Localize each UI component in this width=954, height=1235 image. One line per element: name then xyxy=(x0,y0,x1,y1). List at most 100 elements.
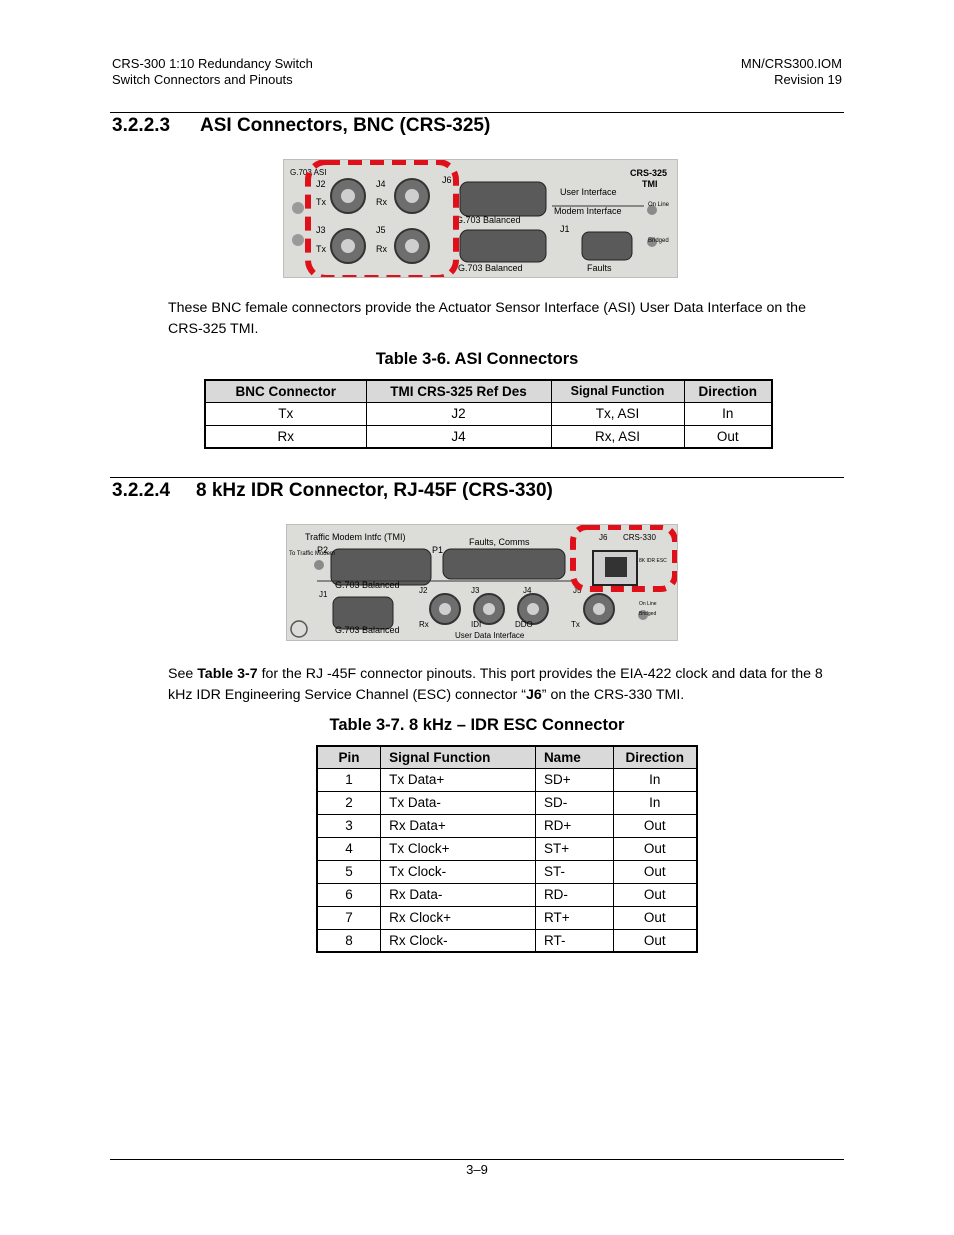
label-tx-2: Tx xyxy=(316,244,326,254)
label-p2: P2 xyxy=(317,545,328,555)
label-on-line: On Line xyxy=(648,202,670,208)
section-number: 3.2.2.3 xyxy=(112,115,171,136)
table-cell: 4 xyxy=(316,836,382,861)
screw-icon xyxy=(290,620,308,638)
bnc-connector-j3 xyxy=(330,228,366,264)
table-cell: Out xyxy=(612,905,698,930)
table-cell: Rx Data- xyxy=(380,882,536,907)
section-rule xyxy=(110,477,844,478)
crs330-panel-photo: Traffic Modem Intfc (TMI) To Traffic Mod… xyxy=(286,524,678,641)
label-tx: Tx xyxy=(571,620,580,629)
table-cell: RT+ xyxy=(534,905,614,930)
table-cell: SD+ xyxy=(534,767,614,792)
revision: Revision 19 xyxy=(774,72,842,87)
table-row: Tx J2 Tx, ASI In xyxy=(204,401,773,426)
label-rx-2: Rx xyxy=(376,244,387,254)
section-heading-idr: 3.2.2.4 8 kHz IDR Connector, RJ-45F (CRS-… xyxy=(112,479,553,503)
footer-rule xyxy=(110,1159,844,1160)
label-on-line: On Line xyxy=(639,601,657,607)
label-idi: IDI xyxy=(471,620,481,629)
section-title: ASI Connectors, BNC (CRS-325) xyxy=(200,115,491,136)
label-j4: J4 xyxy=(376,179,386,189)
table-cell: Out xyxy=(612,813,698,838)
table-row: Rx J4 Rx, ASI Out xyxy=(204,424,773,449)
page-number: 3–9 xyxy=(466,1162,488,1177)
idr-description: See Table 3-7 for the RJ -45F connector … xyxy=(168,664,844,706)
doc-title: CRS-300 1:10 Redundancy Switch xyxy=(112,56,313,71)
bnc-connector-j2 xyxy=(330,178,366,214)
col-header: Pin xyxy=(316,745,382,769)
bnc-connector-j3 xyxy=(473,593,505,625)
table-cell: In xyxy=(683,401,773,426)
table-cell: ST- xyxy=(534,859,614,884)
label-esc: 8K IDR ESC xyxy=(639,558,667,564)
col-header: BNC Connector xyxy=(204,379,367,403)
crs325-panel-photo: G.703 ASI J2 J4 Tx Rx J3 J5 Tx Rx J6 Use… xyxy=(283,159,678,278)
bnc-connector-j4 xyxy=(517,593,549,625)
label-p1: P1 xyxy=(432,545,443,555)
table-cell: RD+ xyxy=(534,813,614,838)
asi-description: These BNC female connectors provide the … xyxy=(168,300,806,337)
label-tmi: TMI xyxy=(642,179,658,189)
table-cell: 3 xyxy=(316,813,382,838)
label-modem-interface: Modem Interface xyxy=(554,206,622,216)
table-cell: SD- xyxy=(534,790,614,815)
asi-connectors-table: BNC Connector TMI CRS-325 Ref Des Signal… xyxy=(204,379,773,449)
col-header: Signal Function xyxy=(380,745,536,769)
label-rx: Rx xyxy=(419,620,429,629)
para-text: for the RJ -45F connector pinouts. This … xyxy=(168,666,823,703)
label-user-interface: User Interface xyxy=(560,187,617,197)
table-cell: Rx xyxy=(204,424,367,449)
label-j3: J3 xyxy=(471,586,480,595)
table-cell: Out xyxy=(612,928,698,953)
doc-id: MN/CRS300.IOM xyxy=(740,56,842,71)
table-cell: 7 xyxy=(316,905,382,930)
highlight-outline xyxy=(305,160,459,277)
label-g703-balanced: G.703 Balanced xyxy=(335,580,400,590)
col-header: TMI CRS-325 Ref Des xyxy=(365,379,552,403)
label-j6: J6 xyxy=(599,533,608,542)
table-cell: In xyxy=(612,790,698,815)
label-bridged: Bridged xyxy=(648,238,669,244)
label-traffic-modem: Traffic Modem Intfc (TMI) xyxy=(305,532,406,542)
label-to-traffic-modem: To Traffic Modem xyxy=(289,551,335,557)
label-j6: J6 xyxy=(442,175,452,185)
table-header-row: Pin Signal Function Name Direction xyxy=(316,745,698,769)
col-header: Direction xyxy=(683,379,773,403)
section-number: 3.2.2.4 xyxy=(112,480,171,501)
label-model: CRS-330 xyxy=(623,533,656,542)
label-model: CRS-325 xyxy=(630,168,667,178)
table-cell: Tx xyxy=(204,401,367,426)
bnc-connector-j5 xyxy=(583,593,615,625)
label-g703-balanced-2: G.703 Balanced xyxy=(335,625,400,635)
label-j2: J2 xyxy=(419,586,428,595)
table-3-7-caption: Table 3-7. 8 kHz – IDR ESC Connector xyxy=(329,716,625,734)
table-cell: ST+ xyxy=(534,836,614,861)
table-header-row: BNC Connector TMI CRS-325 Ref Des Signal… xyxy=(204,379,773,403)
table-cell: 1 xyxy=(316,767,382,792)
bnc-connector-j5 xyxy=(394,228,430,264)
label-j5: J5 xyxy=(573,586,582,595)
table-cell: Tx, ASI xyxy=(550,401,685,426)
table-cell: J4 xyxy=(365,424,552,449)
section-title: 8 kHz IDR Connector, RJ-45F (CRS-330) xyxy=(196,480,553,501)
table-cell: In xyxy=(612,767,698,792)
para-text: ” on the CRS-330 TMI. xyxy=(541,687,685,703)
table-reference: Table 3-7 xyxy=(197,666,258,682)
label-j4: J4 xyxy=(523,586,532,595)
table-cell: Out xyxy=(683,424,773,449)
table-cell: Out xyxy=(612,836,698,861)
table-cell: 6 xyxy=(316,882,382,907)
header-right: MN/CRS300.IOM Revision 19 xyxy=(741,56,842,88)
table-cell: J2 xyxy=(365,401,552,426)
table-cell: 5 xyxy=(316,859,382,884)
label-faults: Faults xyxy=(587,263,612,273)
label-j3: J3 xyxy=(316,225,326,235)
label-bridged: Bridged xyxy=(639,611,656,617)
